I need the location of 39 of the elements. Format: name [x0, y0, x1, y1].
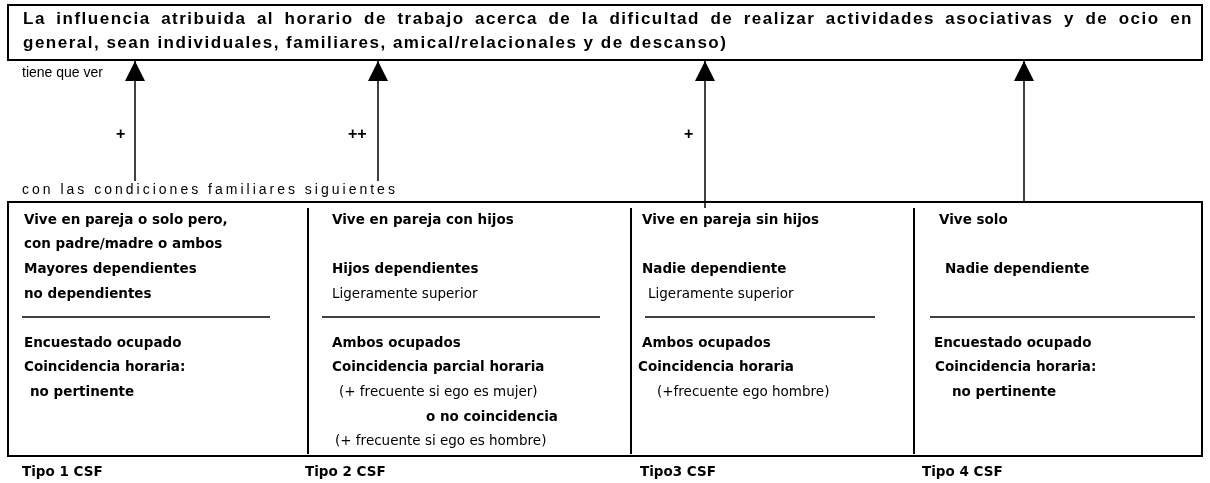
cell-text: (+frecuente ego hombre): [657, 382, 830, 402]
arrow: [695, 60, 715, 209]
arrow: [125, 60, 145, 182]
cell-text: Ambos ocupados: [642, 332, 771, 352]
cell-text: Vive en pareja con hijos: [332, 209, 514, 229]
title-box: La influencia atribuida al horario de trabajo acerca de la dificultad de realizar actividades asociativas y de ocio en general, sean individuales, familiares, amical/relacionales y de descanso): [7, 4, 1203, 61]
cell-text: (+ frecuente si ego es mujer): [339, 382, 538, 402]
edge-label: +: [684, 126, 694, 142]
cell-text: Nadie dependiente: [945, 259, 1090, 279]
cell-text: Ligeramente superior: [648, 283, 794, 303]
cell-text: no pertinente: [30, 382, 135, 402]
arrow: [1014, 60, 1034, 204]
annotation-text: tiene que ver: [22, 64, 103, 81]
cell-text: Vive en pareja o solo pero, con padre/madre o ambos: [24, 209, 229, 254]
cell-text: Coincidencia horaria: [638, 357, 794, 377]
cell-text: Nadie dependiente: [642, 259, 787, 279]
cell-text: Vive en pareja sin hijos: [642, 209, 820, 229]
cell-text: Hijos dependientes: [332, 259, 479, 279]
cell-text: Ambos ocupados: [332, 332, 461, 352]
edge-label: +: [116, 126, 126, 142]
type-label: Tipo 4 CSF: [922, 463, 1003, 480]
type-label: Tipo 2 CSF: [305, 463, 386, 480]
edge-label: ++: [348, 126, 367, 142]
annotation-text: con las condiciones familiares siguientes: [22, 181, 398, 198]
type-label: Tipo3 CSF: [640, 463, 716, 480]
cell-text: Coincidencia parcial horaria: [332, 357, 545, 377]
cell-text: (+ frecuente si ego es hombre): [335, 431, 547, 451]
cell-text: o no coincidencia: [426, 406, 558, 426]
cell-text: Encuestado ocupado: [934, 332, 1092, 352]
cell-text: Encuestado ocupado: [24, 332, 182, 352]
cell-text: no dependientes: [24, 283, 152, 303]
arrow: [368, 60, 388, 182]
cell-text: Ligeramente superior: [332, 283, 478, 303]
cell-text: Vive solo: [939, 209, 1008, 229]
cell-text: no pertinente: [952, 382, 1057, 402]
table-frame: [7, 201, 1203, 457]
cell-text: Coincidencia horaria:: [935, 357, 1097, 377]
cell-text: Coincidencia horaria:: [24, 357, 186, 377]
cell-text: Mayores dependientes: [24, 259, 197, 279]
